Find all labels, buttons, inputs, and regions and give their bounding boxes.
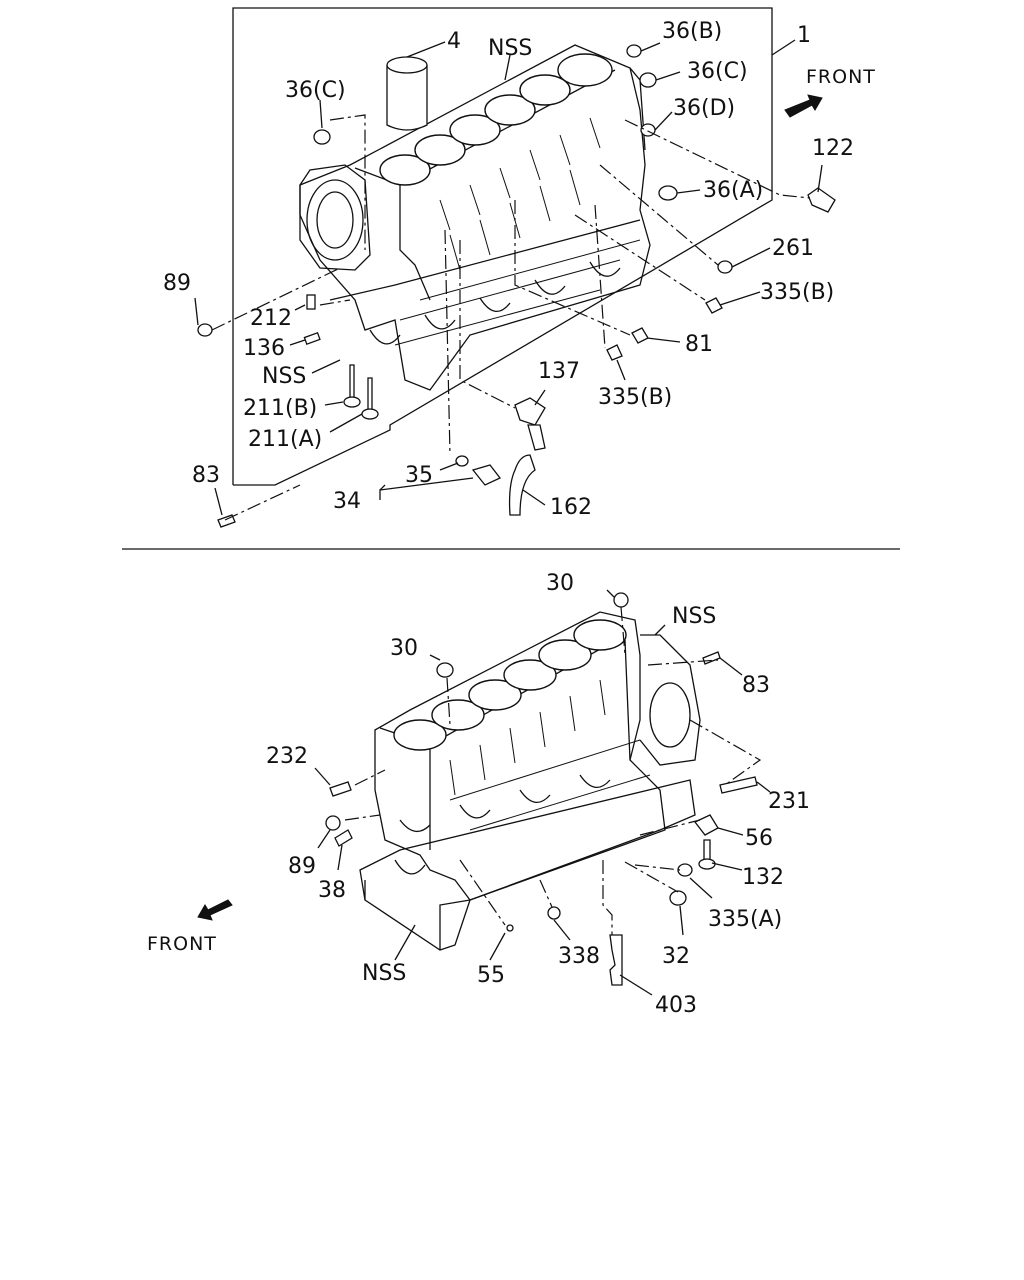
- callout-211b: 211(B): [243, 396, 317, 421]
- callout-335b-lower: 335(B): [598, 385, 672, 410]
- callout-89-top: 89: [163, 271, 191, 296]
- bottom-leaders: [314, 589, 771, 996]
- top-small-parts: [197, 44, 836, 528]
- callout-30-left: 30: [390, 636, 418, 661]
- callout-83-top: 83: [192, 463, 220, 488]
- callout-132: 132: [742, 865, 784, 890]
- bottom-front-label: FRONT: [147, 933, 217, 955]
- top-front-label: FRONT: [806, 66, 876, 88]
- callout-36c-left: 36(C): [285, 78, 346, 103]
- callout-nss-top: NSS: [488, 36, 532, 61]
- callout-81: 81: [685, 332, 713, 357]
- callout-261: 261: [772, 236, 814, 261]
- top-section: 1 4 NSS 36(B) 36(C) 36(D) 36(C) 36(A) 12…: [163, 7, 876, 528]
- callout-211a: 211(A): [248, 427, 322, 452]
- bottom-front-arrow-icon: [197, 899, 233, 921]
- callout-212: 212: [250, 306, 292, 331]
- callout-137: 137: [538, 359, 580, 384]
- callout-nss-left: NSS: [262, 364, 306, 389]
- callout-1: 1: [797, 23, 811, 48]
- callout-162: 162: [550, 495, 592, 520]
- callout-36b: 36(B): [662, 19, 722, 44]
- callout-232: 232: [266, 744, 308, 769]
- callout-nss-rear: NSS: [672, 604, 716, 629]
- callout-338: 338: [558, 944, 600, 969]
- callout-35: 35: [405, 463, 433, 488]
- top-labels: 1 4 NSS 36(B) 36(C) 36(D) 36(C) 36(A) 12…: [163, 19, 876, 520]
- callout-89-bottom: 89: [288, 854, 316, 879]
- bottom-section: 30 NSS 30 83 232 231 56 132 89 38 335(A)…: [147, 571, 810, 1018]
- callout-335b-right: 335(B): [760, 280, 834, 305]
- top-cylinder-block: [299, 44, 651, 391]
- callout-335a: 335(A): [708, 907, 782, 932]
- callout-231: 231: [768, 789, 810, 814]
- bottom-cylinder-block: [359, 611, 701, 951]
- top-leaders: [194, 39, 823, 521]
- callout-32: 32: [662, 944, 690, 969]
- callout-122: 122: [812, 136, 854, 161]
- bottom-labels: 30 NSS 30 83 232 231 56 132 89 38 335(A)…: [147, 571, 810, 1018]
- callout-36c-right: 36(C): [687, 59, 748, 84]
- cylinder-liner: [386, 56, 428, 131]
- bottom-small-parts: [197, 592, 758, 986]
- top-front-arrow-icon: [784, 94, 823, 118]
- callout-83-bottom: 83: [742, 673, 770, 698]
- callout-403: 403: [655, 993, 697, 1018]
- callout-36d: 36(D): [673, 96, 735, 121]
- callout-136: 136: [243, 336, 285, 361]
- callout-56: 56: [745, 826, 773, 851]
- callout-34: 34: [333, 489, 361, 514]
- callout-55: 55: [477, 963, 505, 988]
- callout-4: 4: [447, 29, 461, 54]
- callout-nss-bottom: NSS: [362, 961, 406, 986]
- top-frame: [232, 7, 773, 486]
- callout-36a: 36(A): [703, 178, 763, 203]
- callout-30-top: 30: [546, 571, 574, 596]
- callout-38: 38: [318, 878, 346, 903]
